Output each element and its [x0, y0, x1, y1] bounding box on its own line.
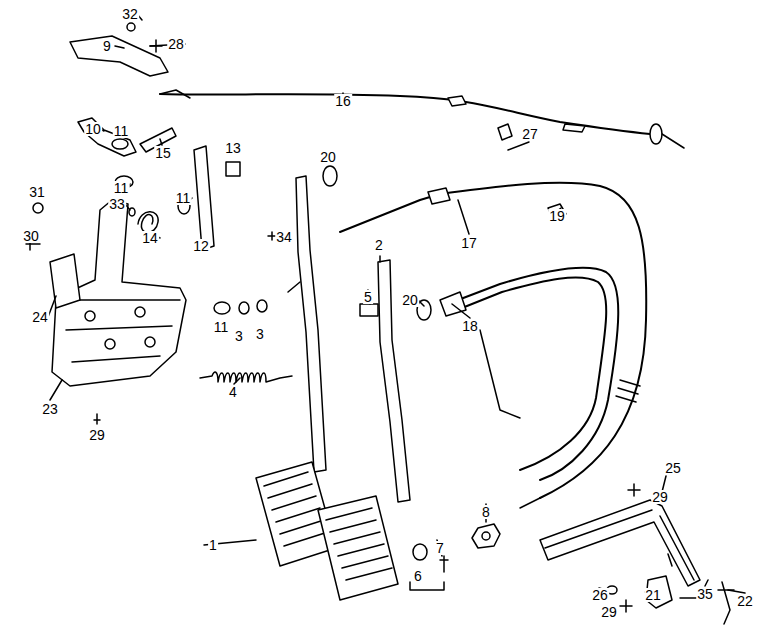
- callout-number: 2: [374, 238, 384, 252]
- callout-number: 34: [275, 230, 293, 244]
- callout-number: 11: [113, 181, 130, 195]
- callout-number: 19: [548, 209, 566, 223]
- callout-number: 10: [84, 122, 102, 136]
- callout-number: 29: [651, 490, 669, 504]
- callout-number: 16: [334, 94, 352, 108]
- callout-number: 26: [591, 588, 609, 602]
- callout-number: 20: [401, 293, 419, 307]
- callout-number: 15: [154, 146, 172, 160]
- callout-number: 27: [521, 127, 539, 141]
- callout-number: 21: [644, 588, 662, 602]
- callout-number: 3: [255, 327, 265, 341]
- callout-number: 29: [600, 605, 618, 619]
- callout-number: 8: [481, 505, 491, 519]
- callout-number: 28: [167, 37, 185, 51]
- callout-number: 23: [41, 402, 59, 416]
- callout-number: 13: [224, 141, 242, 155]
- callout-number: 11: [213, 320, 230, 334]
- callout-number: 29: [88, 428, 106, 442]
- callout-number: 5: [363, 290, 373, 304]
- callout-number: 22: [736, 594, 754, 608]
- callout-number: 17: [460, 236, 478, 250]
- callout-number: 33: [108, 197, 126, 211]
- callout-number: 7: [435, 541, 445, 555]
- callout-number: 6: [413, 569, 423, 583]
- callout-number: 35: [696, 587, 714, 601]
- callout-number: 30: [22, 229, 40, 243]
- callout-number: 20: [319, 150, 337, 164]
- callout-number: 25: [664, 461, 682, 475]
- callout-number: 11: [113, 124, 130, 138]
- callout-number: 12: [192, 239, 210, 253]
- callout-number: 14: [141, 231, 159, 245]
- callout-number: 4: [228, 385, 238, 399]
- callout-number: 32: [121, 7, 139, 21]
- callout-number: 31: [28, 185, 46, 199]
- callout-number: 24: [31, 310, 49, 324]
- callout-number: 18: [461, 319, 479, 333]
- callout-number: 9: [102, 39, 112, 53]
- callout-number: 3: [234, 329, 244, 343]
- callout-number: 11: [175, 191, 192, 205]
- callout-number: 1: [208, 538, 218, 552]
